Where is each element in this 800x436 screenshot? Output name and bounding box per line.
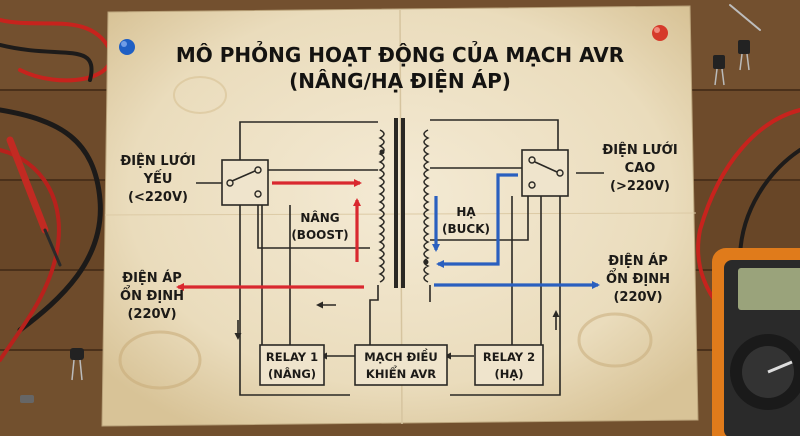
title-line2: (NÂNG/HẠ ĐIỆN ÁP) [289, 69, 511, 93]
right-output-line1: ĐIỆN ÁP [608, 253, 668, 269]
boost-path-arrows [176, 179, 364, 291]
pin-blue-icon [119, 39, 135, 55]
left-switch-icon [221, 159, 269, 206]
right-input-line3: (>220V) [610, 179, 670, 194]
right-input-line2: CAO [625, 161, 656, 176]
title-line1: MÔ PHỎNG HOẠT ĐỘNG CỦA MẠCH AVR [176, 42, 624, 67]
relay1-box [259, 344, 325, 386]
right-output-line2: ỔN ĐỊNH [606, 269, 670, 287]
right-switch-icon [521, 149, 569, 197]
relay1-label-line2: (NÂNG) [268, 366, 316, 381]
left-output-line2: ỔN ĐỊNH [120, 286, 184, 304]
left-output-line1: ĐIỆN ÁP [122, 270, 182, 286]
relay2-label-line1: RELAY 2 [483, 350, 535, 364]
left-input-line3: (<220V) [128, 190, 188, 205]
relay2-label-line2: (HẠ) [494, 367, 523, 381]
relay1-label-line1: RELAY 1 [266, 350, 318, 364]
buck-label-line1: HẠ [456, 205, 476, 219]
controller-label-line1: MẠCH ĐIỀU [364, 347, 438, 364]
relay2-box [474, 344, 544, 386]
boost-label-line1: NÂNG [300, 210, 339, 225]
left-output-line3: (220V) [127, 307, 176, 322]
transformer-icon [378, 118, 430, 288]
paper-sheet [101, 5, 699, 427]
left-input-line1: ĐIỆN LƯỚI [120, 153, 195, 169]
controller-box [354, 344, 448, 386]
buck-path-arrows [432, 173, 600, 289]
circuit-wiring [196, 119, 604, 396]
controller-label-line2: KHIỂN AVR [366, 364, 436, 381]
right-input-line1: ĐIỆN LƯỚI [602, 142, 677, 158]
right-output-line3: (220V) [613, 290, 662, 305]
pin-red-icon [652, 25, 668, 41]
components-decoration [20, 40, 750, 403]
boost-label-line2: (BOOST) [291, 228, 348, 242]
left-input-line2: YẾU [143, 170, 173, 187]
multimeter-decoration [712, 248, 800, 436]
buck-label-line2: (BUCK) [442, 222, 490, 236]
